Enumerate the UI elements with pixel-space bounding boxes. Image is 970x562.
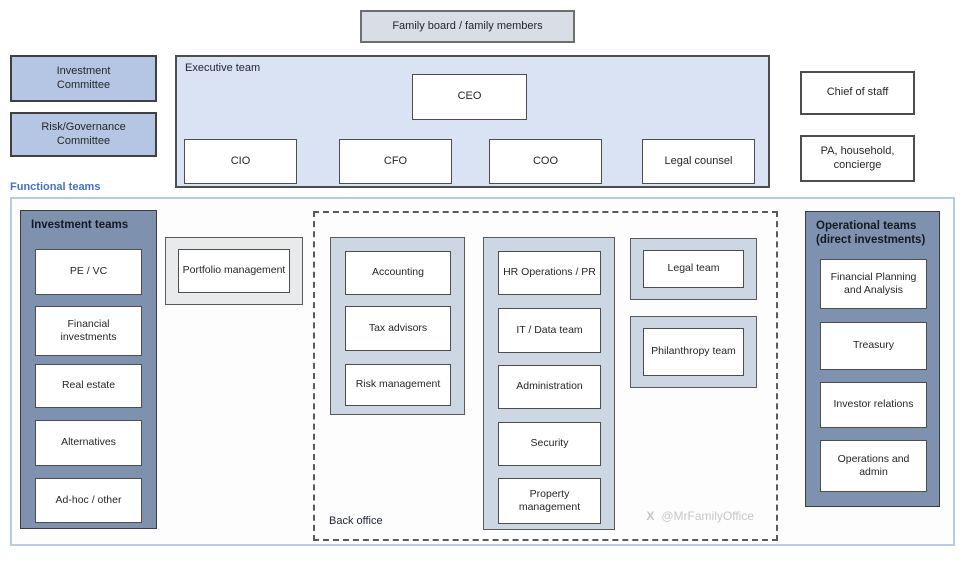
risk-management-box: Risk management xyxy=(345,364,451,406)
x-logo-icon: X xyxy=(646,509,655,523)
chief-of-staff-box: Chief of staff xyxy=(800,71,915,115)
risk-governance-committee-box: Risk/Governance Committee xyxy=(10,112,157,157)
hr-operations-pr-box: HR Operations / PR xyxy=(498,251,601,295)
it-data-team-box: IT / Data team xyxy=(498,308,601,353)
alternatives-box: Alternatives xyxy=(35,420,142,466)
administration-box: Administration xyxy=(498,365,601,409)
treasury-box: Treasury xyxy=(820,322,927,370)
portfolio-management-outer: Portfolio management xyxy=(165,237,303,305)
coo-box: COO xyxy=(489,139,602,184)
operational-teams-column: Operational teams (direct investments) F… xyxy=(805,211,940,507)
watermark-handle: @MrFamilyOffice xyxy=(661,509,754,523)
executive-team-label: Executive team xyxy=(185,62,261,74)
executive-team-container: Executive team CEO CIO CFO COO Legal cou… xyxy=(175,55,770,188)
functional-teams-label: Functional teams xyxy=(10,181,101,193)
legal-counsel-box: Legal counsel xyxy=(642,139,755,184)
pa-household-concierge-box: PA, household, concierge xyxy=(800,135,915,182)
back-office-column-1: Accounting Tax advisors Risk management xyxy=(330,237,465,415)
investment-teams-title: Investment teams xyxy=(31,219,129,231)
property-management-box: Property management xyxy=(498,478,601,524)
adhoc-other-box: Ad-hoc / other xyxy=(35,478,142,523)
back-office-column-2: HR Operations / PR IT / Data team Admini… xyxy=(483,237,615,530)
investment-teams-column: Investment teams PE / VC Financial inves… xyxy=(20,210,157,529)
pe-vc-box: PE / VC xyxy=(35,249,142,295)
investment-committee-box: Investment Committee xyxy=(10,55,157,102)
accounting-box: Accounting xyxy=(345,251,451,295)
security-box: Security xyxy=(498,422,601,466)
legal-team-outer: Legal team xyxy=(630,238,757,300)
watermark: X @MrFamilyOffice xyxy=(646,509,754,523)
family-board-box: Family board / family members xyxy=(360,10,575,43)
financial-planning-analysis-box: Financial Planning and Analysis xyxy=(820,259,927,309)
financial-investments-box: Financial investments xyxy=(35,306,142,356)
investor-relations-box: Investor relations xyxy=(820,382,927,428)
back-office-label: Back office xyxy=(329,515,383,527)
cfo-box: CFO xyxy=(339,139,452,184)
legal-team-box: Legal team xyxy=(643,250,744,288)
tax-advisors-box: Tax advisors xyxy=(345,306,451,351)
cio-box: CIO xyxy=(184,139,297,184)
philanthropy-team-outer: Philanthropy team xyxy=(630,316,757,388)
philanthropy-team-box: Philanthropy team xyxy=(643,328,744,376)
operations-admin-box: Operations and admin xyxy=(820,440,927,492)
operational-teams-title: Operational teams (direct investments) xyxy=(816,220,926,247)
back-office-container: Back office X @MrFamilyOffice xyxy=(313,211,778,541)
portfolio-management-box: Portfolio management xyxy=(178,249,290,293)
ceo-box: CEO xyxy=(412,74,527,120)
real-estate-box: Real estate xyxy=(35,364,142,408)
